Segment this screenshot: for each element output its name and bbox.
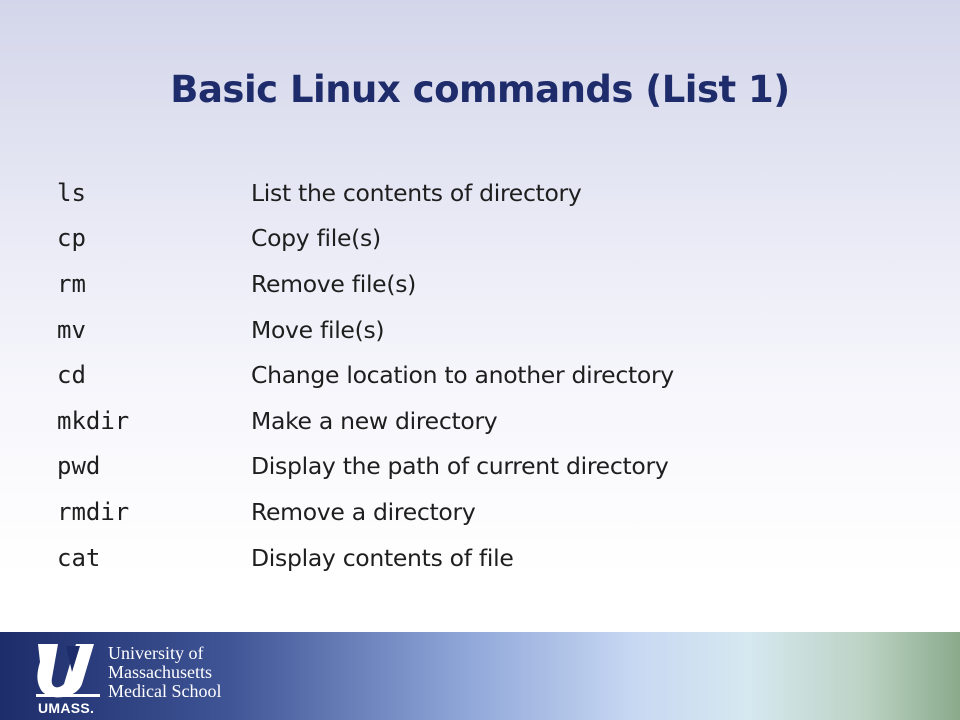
institution-line-3: Medical School — [108, 681, 222, 701]
command-list: ls List the contents of directory cp Cop… — [57, 170, 674, 580]
command-row: cd Change location to another directory — [57, 352, 674, 398]
command-row: pwd Display the path of current director… — [57, 444, 674, 490]
command-row: rmdir Remove a directory — [57, 489, 674, 535]
command-row: mv Move file(s) — [57, 307, 674, 353]
command-name: cd — [57, 361, 86, 390]
institution-name: University of Massachusetts Medical Scho… — [108, 644, 221, 701]
command-description: Display the path of current directory — [251, 452, 669, 481]
command-row: cat Display contents of file — [57, 535, 674, 581]
command-name: pwd — [57, 452, 101, 481]
command-name: cat — [57, 543, 101, 572]
command-row: cp Copy file(s) — [57, 216, 674, 262]
command-description: Copy file(s) — [251, 224, 381, 253]
command-name: cp — [57, 224, 86, 253]
command-row: ls List the contents of directory — [57, 170, 674, 216]
command-description: Display contents of file — [251, 543, 514, 572]
command-name: rm — [57, 269, 86, 298]
command-row: mkdir Make a new directory — [57, 398, 674, 444]
command-name: ls — [57, 178, 86, 207]
command-description: List the contents of directory — [251, 178, 582, 207]
institution-line-1: University of — [108, 643, 204, 663]
umass-u-logo-icon — [36, 644, 100, 698]
command-description: Move file(s) — [251, 315, 385, 344]
institution-line-2: Massachusetts — [108, 662, 212, 682]
command-name: mv — [57, 315, 86, 344]
command-description: Remove a directory — [251, 497, 476, 526]
slide-title: Basic Linux commands (List 1) — [170, 68, 790, 111]
command-description: Remove file(s) — [251, 269, 417, 298]
command-description: Change location to another directory — [251, 361, 674, 390]
command-row: rm Remove file(s) — [57, 261, 674, 307]
command-name: rmdir — [57, 497, 130, 526]
umass-logo: UMASS. University of Massachusetts Medic… — [36, 638, 236, 716]
footer-band: UMASS. University of Massachusetts Medic… — [0, 632, 960, 720]
umass-wordmark: UMASS. — [38, 700, 95, 716]
command-description: Make a new directory — [251, 406, 498, 435]
command-name: mkdir — [57, 406, 130, 435]
